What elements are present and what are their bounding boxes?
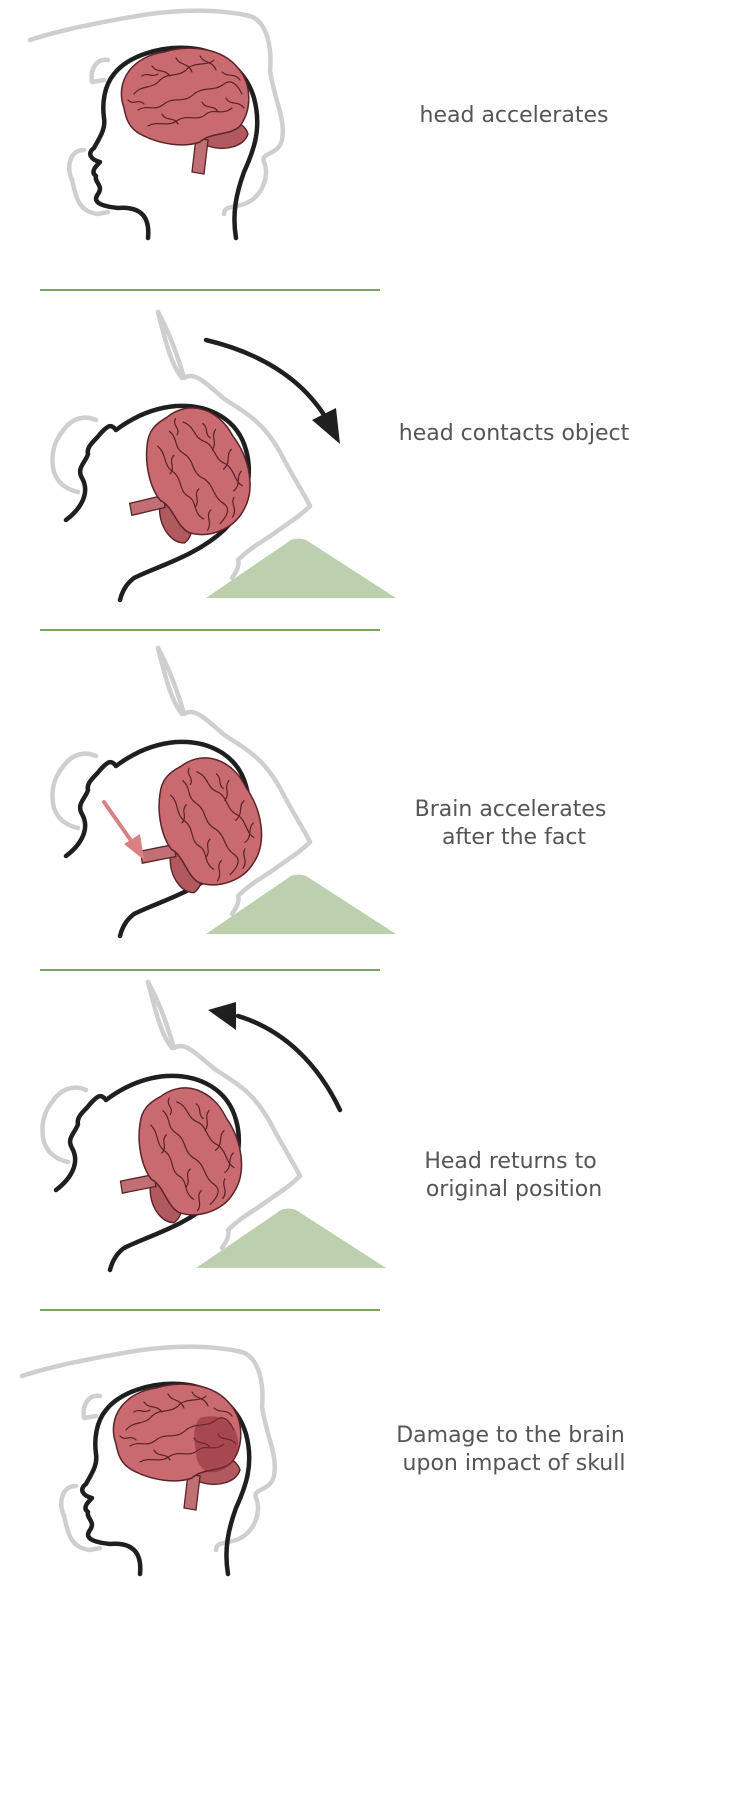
step-2-caption: head contacts object xyxy=(399,421,630,446)
brain-motion-arrow xyxy=(104,802,144,860)
return-motion-arrow xyxy=(208,1002,340,1110)
step-3-brain-accelerates xyxy=(52,648,396,936)
brain-icon xyxy=(97,1076,256,1236)
step-4-caption: Head returns to original position xyxy=(424,1149,603,1202)
step-1-caption: head accelerates xyxy=(420,103,609,128)
step-2-head-contacts-object: head contacts object xyxy=(52,312,629,600)
step-5-brain-damage xyxy=(22,1347,275,1575)
step-1-head-accelerates: head accelerates xyxy=(30,11,608,239)
step-3-caption: Brain accelerates after the fact xyxy=(415,797,614,850)
obstacle-shape xyxy=(206,875,396,934)
brain-icon xyxy=(104,395,266,558)
brain-icon xyxy=(121,48,248,174)
obstacle-shape xyxy=(196,1209,386,1268)
step-4-head-returns xyxy=(42,982,386,1270)
step-5-caption: Damage to the brain upon impact of skull xyxy=(396,1423,632,1476)
obstacle-shape xyxy=(206,539,396,598)
